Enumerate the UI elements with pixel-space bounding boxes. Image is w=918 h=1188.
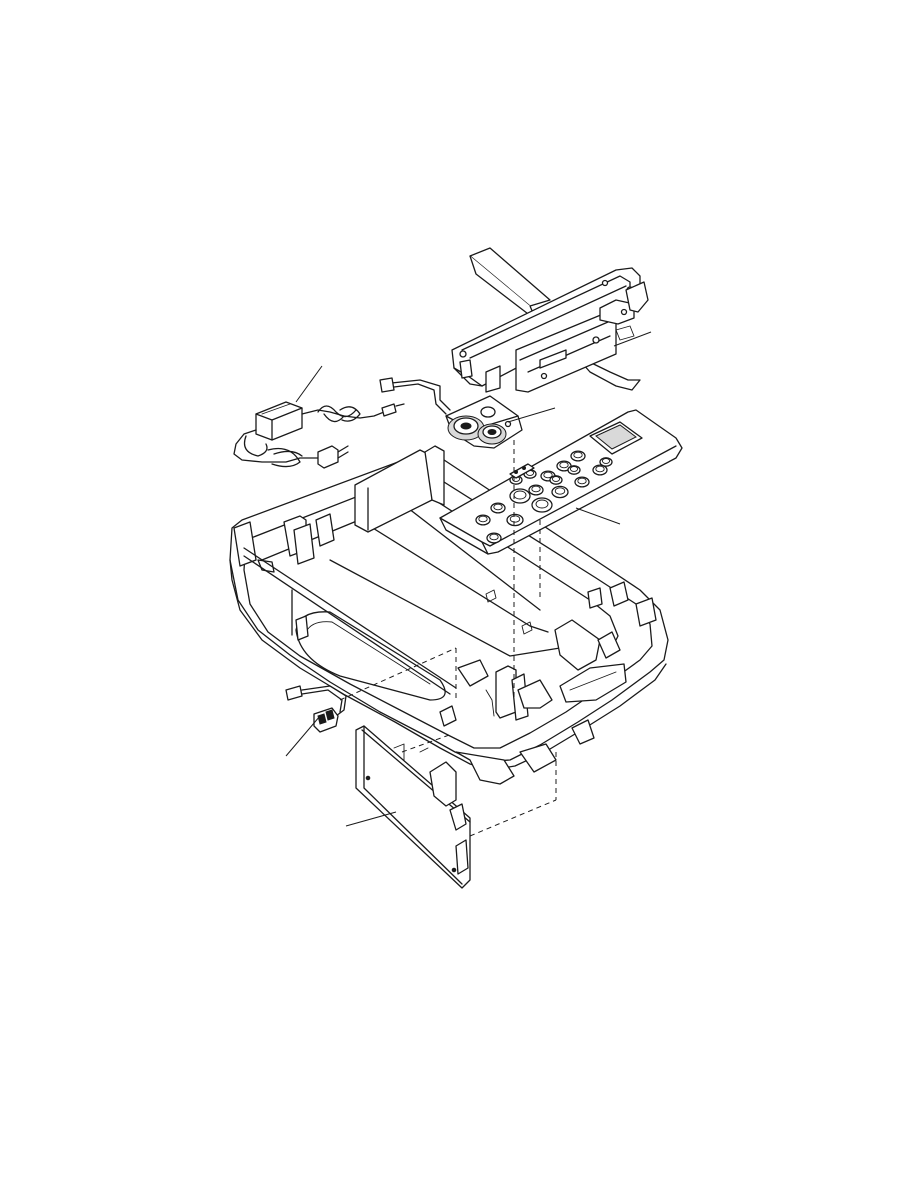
panel-button-face [559,461,569,469]
leader-power-adapter [295,365,323,403]
main-circuit-board [355,725,471,889]
ac-power-adapter [233,401,405,469]
panel-buttons [475,450,613,544]
panel-button-face [531,485,541,493]
panel-button-face [478,515,488,523]
panel-button-face [493,503,503,511]
leader-scanner-carriage [613,331,652,347]
panel-button-face [569,466,579,472]
leader-circuit-board [345,811,397,827]
panel-button-face [543,471,553,479]
panel-button-face [573,451,583,459]
leader-operator-panel [575,507,621,525]
panel-button-face [577,477,587,485]
panel-button-face [601,458,611,464]
panel-button-face [509,515,521,523]
operator-panel [439,409,683,555]
panel-button-face [554,487,566,495]
scanner-carriage-assembly [451,247,649,393]
assembly-guide-lines [339,440,557,837]
panel-button [599,457,613,467]
leader-sensor-cable [285,715,321,757]
panel-button [567,465,581,475]
sensor-cable [285,685,347,733]
panel-button-face [489,533,499,541]
panel-button-face [595,465,605,473]
motor-gear-assembly [379,377,523,449]
bottom-case [229,445,669,785]
callout-leaders [285,331,652,827]
panel-button-face [535,499,549,509]
leader-motor-gear [507,407,556,423]
panel-button-face [551,476,561,482]
panel-button [549,475,563,485]
